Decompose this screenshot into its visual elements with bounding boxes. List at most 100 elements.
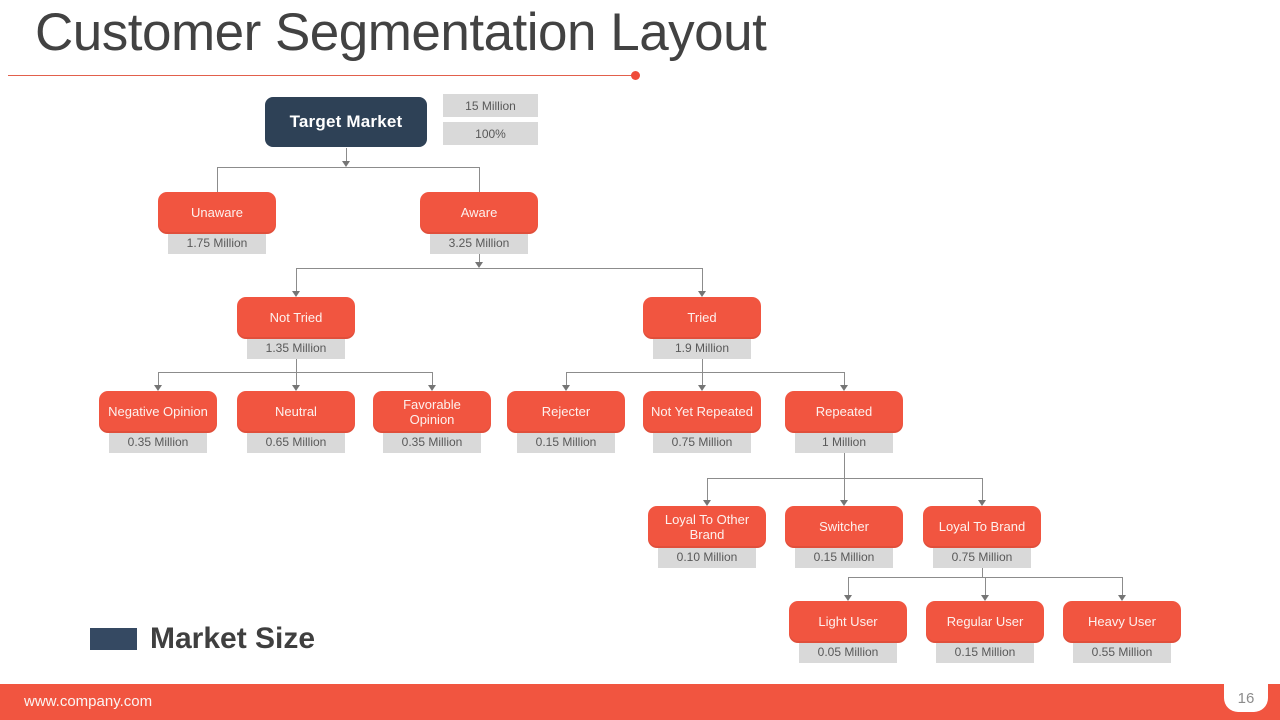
connector-line [982,568,983,577]
node-regular-user: 0.15 Million Regular User [926,601,1044,663]
connector-line [566,372,567,385]
node-switcher-label: Switcher [819,519,869,535]
node-repeated-box[interactable]: Repeated [785,391,903,433]
node-negative-opinion: 0.35 Million Negative Opinion [99,391,217,453]
arrow-down [154,385,162,391]
node-heavy-user-label: Heavy User [1088,614,1156,630]
title-underline-dot [631,71,640,80]
node-neutral-label: Neutral [275,404,317,420]
connector-line [848,577,849,595]
legend-label: Market Size [150,622,316,655]
node-aware: 3.25 Million Aware [420,192,538,254]
arrow-down [703,500,711,506]
arrow-down [840,385,848,391]
connector-line [296,268,702,269]
arrow-down [1118,595,1126,601]
node-tried-box[interactable]: Tried [643,297,761,339]
target-market-percent-tag: 100% [443,122,538,145]
node-rejecter-label: Rejecter [541,404,591,420]
node-tried: 1.9 Million Tried [643,297,761,359]
connector-line [158,372,432,373]
node-target-market: Target Market [265,97,427,147]
connector-line [707,478,708,500]
connector-line [844,453,845,478]
node-aware-box[interactable]: Aware [420,192,538,234]
node-not-yet-repeated: 0.75 Million Not Yet Repeated [643,391,761,453]
node-neutral: 0.65 Million Neutral [237,391,355,453]
node-aware-label: Aware [460,205,498,221]
connector-line [432,372,433,385]
arrow-down [475,262,483,268]
arrow-down [698,291,706,297]
node-loyal-to-brand: 0.75 Million Loyal To Brand [923,506,1041,568]
node-not-tried-label: Not Tried [269,310,323,326]
node-target-market-box[interactable]: Target Market [265,97,427,147]
arrow-down [698,385,706,391]
connector-line [296,359,297,372]
node-negative-opinion-label: Negative Opinion [108,404,208,420]
node-not-tried: 1.35 Million Not Tried [237,297,355,359]
arrow-down [840,500,848,506]
arrow-down [292,385,300,391]
connector-line [158,372,159,385]
page-number: 16 [1224,684,1268,712]
node-favorable-opinion-box[interactable]: Favorable Opinion [373,391,491,433]
node-rejecter-box[interactable]: Rejecter [507,391,625,433]
node-heavy-user-box[interactable]: Heavy User [1063,601,1181,643]
node-repeated: 1 Million Repeated [785,391,903,453]
node-loyal-to-brand-box[interactable]: Loyal To Brand [923,506,1041,548]
node-unaware-label: Unaware [190,205,244,221]
connector-line [217,167,479,168]
node-light-user: 0.05 Million Light User [789,601,907,663]
connector-line [844,478,845,500]
node-switcher-box[interactable]: Switcher [785,506,903,548]
node-not-yet-repeated-box[interactable]: Not Yet Repeated [643,391,761,433]
node-unaware: 1.75 Million Unaware [158,192,276,254]
node-tried-label: Tried [687,310,717,326]
connector-line [1122,577,1123,595]
connector-line [479,254,480,262]
node-regular-user-box[interactable]: Regular User [926,601,1044,643]
arrow-down [562,385,570,391]
connector-line [296,372,297,385]
node-favorable-opinion-value: 0.35 Million [383,425,481,453]
node-heavy-user: 0.55 Million Heavy User [1063,601,1181,663]
node-repeated-label: Repeated [815,404,873,420]
connector-line [702,372,703,385]
node-unaware-box[interactable]: Unaware [158,192,276,234]
node-not-tried-box[interactable]: Not Tried [237,297,355,339]
connector-line [844,372,845,385]
connector-line [702,359,703,372]
connector-line [702,268,703,291]
footer-bar: www.company.com [0,684,1280,720]
node-rejecter: 0.15 Million Rejecter [507,391,625,453]
connector-line [296,268,297,291]
arrow-down [342,161,350,167]
node-neutral-box[interactable]: Neutral [237,391,355,433]
node-favorable-opinion-label: Favorable Opinion [403,396,461,427]
node-switcher: 0.15 Million Switcher [785,506,903,568]
node-loyal-to-other-brand: 0.10 Million Loyal To Other Brand [648,506,766,568]
legend-swatch [90,628,137,650]
node-regular-user-label: Regular User [946,614,1024,630]
node-light-user-box[interactable]: Light User [789,601,907,643]
arrow-down [978,500,986,506]
page-title: Customer Segmentation Layout [35,3,767,62]
connector-line [479,167,480,192]
node-not-yet-repeated-label: Not Yet Repeated [651,404,753,420]
node-loyal-to-other-brand-box[interactable]: Loyal To Other Brand [648,506,766,548]
connector-line [985,577,986,595]
title-underline [8,75,636,76]
arrow-down [844,595,852,601]
node-loyal-to-other-brand-label: Loyal To Other Brand [664,511,750,542]
connector-line [346,148,347,161]
node-negative-opinion-box[interactable]: Negative Opinion [99,391,217,433]
connector-line [217,167,218,192]
node-target-market-label: Target Market [289,112,403,131]
node-favorable-opinion: 0.35 Million Favorable Opinion [373,391,491,453]
footer-url[interactable]: www.company.com [24,693,153,710]
node-light-user-label: Light User [818,614,878,630]
arrow-down [981,595,989,601]
arrow-down [292,291,300,297]
